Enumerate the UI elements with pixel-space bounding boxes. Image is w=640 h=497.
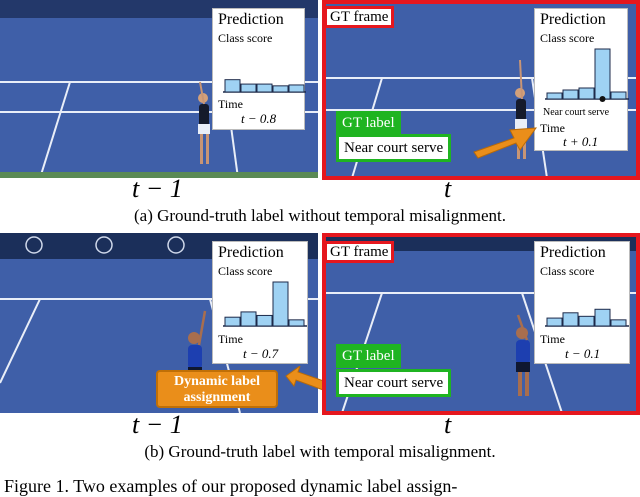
player-figure xyxy=(516,314,530,396)
time-label: Time xyxy=(540,121,565,135)
time-label: Time xyxy=(540,332,565,346)
figure-caption: Figure 1. Two examples of our proposed d… xyxy=(4,476,458,496)
score-bar xyxy=(272,85,289,93)
score-bar-chart xyxy=(545,308,629,327)
time-label-b-right: t xyxy=(444,410,452,439)
score-bar xyxy=(288,319,305,327)
score-bar xyxy=(224,79,241,93)
dynamic-label-box: Dynamic label assignment xyxy=(156,370,278,408)
gt-label-tag: GT label xyxy=(336,111,401,135)
score-bar xyxy=(256,314,273,327)
prediction-panel-b-left: Prediction Class score Time t − 0.7 xyxy=(212,241,308,364)
score-bar xyxy=(562,312,579,327)
time-value: t − 0.7 xyxy=(243,346,279,361)
caption-b: (b) Ground-truth label with temporal mis… xyxy=(144,442,496,461)
time-label: Time xyxy=(218,332,243,346)
score-bar xyxy=(288,84,305,93)
class-score-label: Class score xyxy=(540,31,595,45)
time-value: t + 0.1 xyxy=(563,134,599,149)
time-value: t − 0.1 xyxy=(565,346,601,361)
class-score-label: Class score xyxy=(218,264,273,278)
score-bar xyxy=(594,308,611,327)
score-bar xyxy=(594,48,611,100)
prediction-title: Prediction xyxy=(540,11,606,28)
target-class-marker xyxy=(599,96,606,102)
gt-frame-border xyxy=(322,233,640,415)
score-bar xyxy=(610,319,627,327)
score-bar xyxy=(578,87,595,100)
prediction-title: Prediction xyxy=(218,11,284,28)
score-bar-chart xyxy=(223,281,307,327)
score-bar xyxy=(578,315,595,327)
gt-label-value: Near court serve xyxy=(336,134,452,162)
score-bar-chart xyxy=(223,79,306,93)
prediction-panel-a-right: Prediction Class score Near court serve … xyxy=(534,8,629,151)
time-label-a-right: t xyxy=(444,174,452,203)
score-bar xyxy=(224,316,241,327)
caption-a: (a) Ground-truth label without temporal … xyxy=(133,206,507,225)
time-value: t − 0.8 xyxy=(241,111,277,126)
gt-frame-tag: GT frame xyxy=(324,241,395,263)
gt-frame-border xyxy=(322,0,640,180)
score-bar-chart xyxy=(545,48,629,102)
score-bar xyxy=(546,317,563,327)
player-figure xyxy=(198,81,210,164)
class-score-label: Class score xyxy=(218,31,273,45)
arrow-icon xyxy=(473,127,538,159)
time-label-a-left: t − 1 xyxy=(132,174,183,203)
gt-frame-tag: GT frame xyxy=(324,6,395,28)
prediction-panel-b-right: Prediction Class score Time t − 0.1 xyxy=(534,241,630,364)
gt-label-value: Near court serve xyxy=(336,369,452,397)
score-bar xyxy=(240,83,257,93)
score-bar xyxy=(256,83,273,93)
prediction-title: Prediction xyxy=(218,244,284,261)
prediction-panel-a-left: Prediction Class score Time t − 0.8 xyxy=(212,8,306,130)
time-label: Time xyxy=(218,97,243,111)
score-bar xyxy=(610,91,627,100)
class-name-label: Near court serve xyxy=(543,107,610,118)
class-score-label: Class score xyxy=(540,264,595,278)
score-bar xyxy=(272,281,289,327)
score-bar xyxy=(240,311,257,327)
score-bar xyxy=(546,92,563,100)
gt-label-tag: GT label xyxy=(336,344,401,368)
prediction-title: Prediction xyxy=(540,244,606,261)
score-bar xyxy=(562,89,579,100)
time-label-b-left: t − 1 xyxy=(132,410,183,439)
